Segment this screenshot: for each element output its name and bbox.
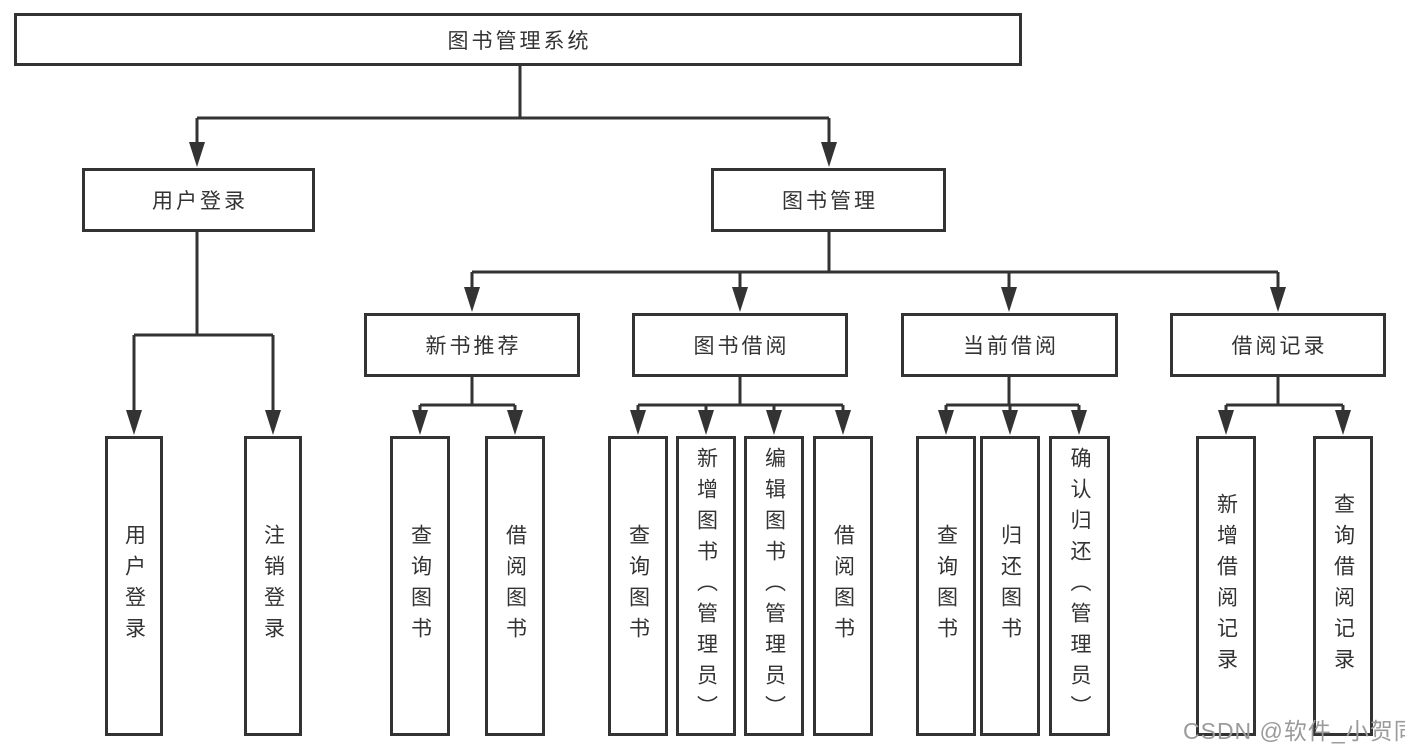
node-label: 编辑图书（管理员） (762, 446, 786, 726)
node-label: 借阅图书 (503, 524, 527, 648)
tree-edges (132, 66, 1345, 414)
leaf-query-borrow-record: 查询借阅记录 (1313, 436, 1373, 736)
arrowhead (507, 410, 523, 435)
node-label: 查询图书 (626, 524, 650, 648)
node-label: 注销登录 (261, 524, 285, 648)
arrowhead (1270, 287, 1286, 312)
arrowhead (630, 410, 646, 435)
leaf-user-login: 用户登录 (105, 436, 163, 736)
node-label: 查询借阅记录 (1331, 493, 1355, 679)
node-book-management: 图书管理 (711, 168, 946, 232)
arrowhead (835, 410, 851, 435)
leaf-add-books-admin: 新增图书（管理员） (676, 436, 736, 736)
arrowhead (938, 410, 954, 435)
node-label: 图书管理 (782, 190, 878, 213)
arrowhead (189, 142, 205, 167)
leaf-add-borrow-record: 新增借阅记录 (1196, 436, 1256, 736)
node-label: 确认归还（管理员） (1068, 446, 1091, 726)
node-label: 借阅记录 (1231, 335, 1328, 358)
node-label: 归还图书 (998, 524, 1022, 648)
arrowhead (126, 410, 142, 435)
arrowhead (698, 410, 714, 435)
arrowhead (265, 410, 281, 435)
leaf-query-books-borrowing: 查询图书 (608, 436, 668, 736)
node-borrowing-records: 借阅记录 (1170, 313, 1386, 377)
arrowhead (1002, 410, 1018, 435)
arrowhead (1071, 410, 1087, 435)
node-label: 新增图书（管理员） (694, 446, 718, 726)
leaf-borrow-books-recommend: 借阅图书 (485, 436, 545, 736)
node-current-borrowing: 当前借阅 (901, 313, 1118, 377)
arrowhead (464, 287, 480, 312)
arrowhead (766, 410, 782, 435)
node-book-borrowing: 图书借阅 (632, 313, 848, 377)
leaf-query-books-recommend: 查询图书 (390, 436, 450, 736)
node-label: 借阅图书 (831, 524, 855, 648)
arrowhead (1335, 410, 1351, 435)
node-label: 新增借阅记录 (1214, 493, 1238, 679)
node-label: 图书借阅 (693, 335, 790, 358)
node-user-login: 用户登录 (82, 168, 315, 232)
leaf-edit-books-admin: 编辑图书（管理员） (744, 436, 804, 736)
leaf-return-books: 归还图书 (980, 436, 1040, 736)
arrowhead (1218, 410, 1234, 435)
leaf-logout: 注销登录 (244, 436, 302, 736)
leaf-borrow-books: 借阅图书 (813, 436, 873, 736)
arrowhead (821, 142, 837, 167)
node-label: 查询图书 (934, 524, 958, 648)
leaf-query-books-current: 查询图书 (916, 436, 976, 736)
arrowhead (732, 287, 748, 312)
leaf-confirm-return-admin: 确认归还（管理员） (1049, 436, 1110, 736)
arrowhead (1001, 287, 1017, 312)
node-label: 图书管理系统 (447, 29, 592, 53)
csdn-watermark: CSDN @软件_小贺同学 (1183, 718, 1405, 744)
arrowhead (412, 410, 428, 435)
node-label: 当前借阅 (963, 335, 1059, 358)
node-label: 用户登录 (152, 190, 248, 213)
node-label: 用户登录 (122, 524, 146, 648)
node-new-book-recommendation: 新书推荐 (364, 313, 580, 377)
node-label: 新书推荐 (425, 335, 522, 358)
node-label: 查询图书 (408, 524, 432, 648)
node-root-system: 图书管理系统 (14, 13, 1022, 66)
